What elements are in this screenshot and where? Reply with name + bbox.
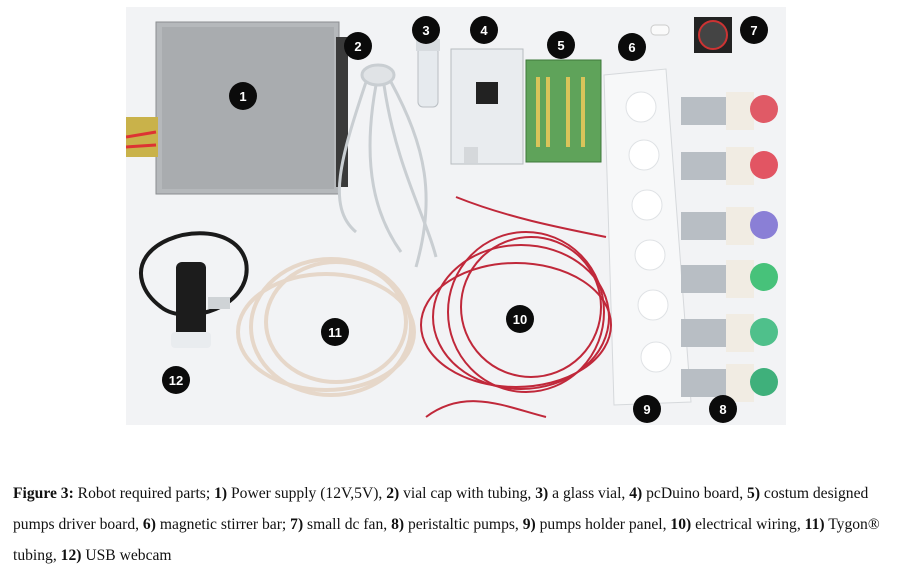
peristaltic-pumps <box>681 92 778 402</box>
vial-cap-with-tubing <box>337 63 438 268</box>
part-label-6: 6 <box>618 33 646 61</box>
tygon-tubing <box>236 257 416 397</box>
part-label-4: 4 <box>470 16 498 44</box>
caption-item-1-text: Power supply (12V,5V), <box>227 485 387 502</box>
caption-item-4-text: pcDuino board, <box>642 485 748 502</box>
electrical-wiring <box>420 196 612 418</box>
power-supply <box>126 21 348 195</box>
caption-item-6-num: 6) <box>142 516 156 533</box>
caption-item-10-text: electrical wiring, <box>691 516 805 533</box>
usb-webcam <box>139 231 249 348</box>
caption-item-7-num: 7) <box>290 516 304 533</box>
magnetic-stirrer-bar <box>650 24 670 36</box>
caption-item-5-num: 5) <box>747 485 761 502</box>
pumps-holder-panel <box>603 68 692 406</box>
caption-item-1-num: 1) <box>214 485 228 502</box>
caption-item-5-text: costum designed pumps driver board, <box>13 485 869 533</box>
figure-label: Figure 3: <box>13 485 74 502</box>
caption-item-9-num: 9) <box>522 516 536 533</box>
caption-item-2-num: 2) <box>386 485 400 502</box>
caption-item-12-num: 12) <box>60 547 82 564</box>
parts-photo: 1 2 3 4 5 6 7 8 9 10 11 12 <box>126 7 786 425</box>
part-label-1: 1 <box>229 82 257 110</box>
figure-caption: Figure 3: Robot required parts; 1) Power… <box>13 478 901 571</box>
caption-item-3-num: 3) <box>535 485 549 502</box>
caption-lead: Robot required parts; <box>73 485 215 502</box>
dc-fan <box>694 17 732 53</box>
caption-item-8-num: 8) <box>391 516 405 533</box>
part-label-7: 7 <box>740 16 768 44</box>
caption-item-4-num: 4) <box>629 485 643 502</box>
caption-item-9-text: pumps holder panel, <box>535 516 671 533</box>
part-label-12: 12 <box>162 366 190 394</box>
part-label-3: 3 <box>412 16 440 44</box>
part-label-10: 10 <box>506 305 534 333</box>
caption-item-11-num: 11) <box>804 516 825 533</box>
part-label-8: 8 <box>709 395 737 423</box>
caption-item-3-text: a glass vial, <box>548 485 630 502</box>
caption-item-7-text: small dc fan, <box>303 516 392 533</box>
pumps-driver-board <box>525 59 602 163</box>
caption-item-2-text: vial cap with tubing, <box>399 485 536 502</box>
pcduino-board <box>450 48 524 165</box>
caption-item-6-text: magnetic stirrer bar; <box>155 516 291 533</box>
part-label-11: 11 <box>321 318 349 346</box>
parts-illustration <box>126 17 778 418</box>
glass-vial <box>416 39 440 108</box>
caption-item-12-text: USB webcam <box>81 547 172 564</box>
part-label-5: 5 <box>547 31 575 59</box>
part-label-2: 2 <box>344 32 372 60</box>
caption-item-11-text: Tygon® tubing, <box>13 516 880 564</box>
caption-item-10-num: 10) <box>670 516 692 533</box>
part-label-9: 9 <box>633 395 661 423</box>
caption-item-8-text: peristaltic pumps, <box>404 516 523 533</box>
